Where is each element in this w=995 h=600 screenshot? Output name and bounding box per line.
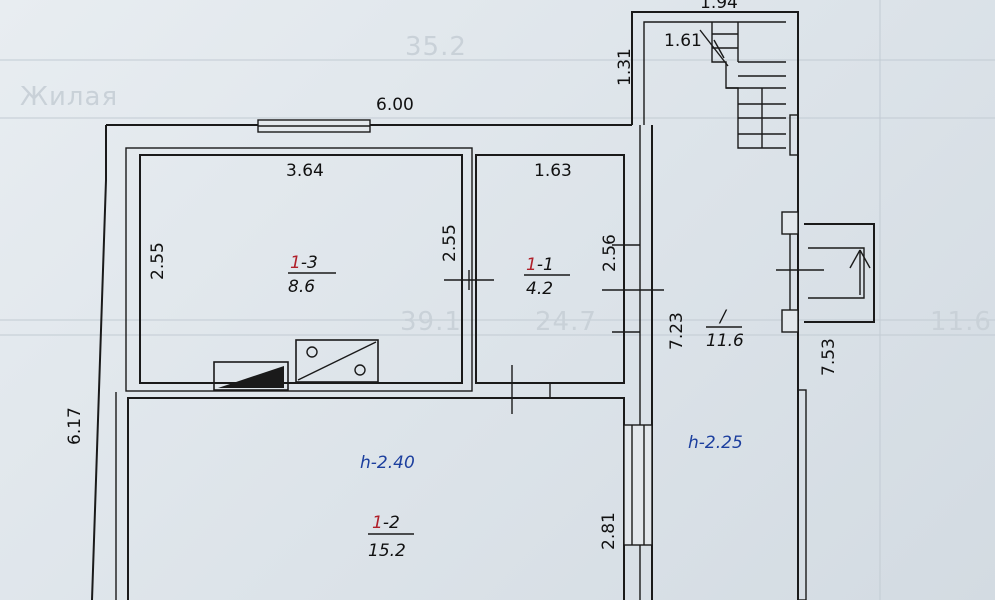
room-1-2-walls	[115, 392, 625, 600]
room-1-2-number-prefix: 1	[372, 513, 383, 533]
room-label-1-1: 1-1 4.2	[524, 255, 570, 299]
dim-room13-right: 2.55	[440, 224, 460, 262]
dim-room11-right: 2.56	[600, 234, 620, 272]
svg-text:1-2: 1-2	[372, 513, 400, 533]
dim-room11-top: 1.63	[534, 161, 572, 181]
dim-window-width: 3.64	[286, 161, 324, 181]
ghost-text-3: 39.1	[400, 307, 462, 337]
room-1-2-number-suffix: -2	[383, 513, 400, 533]
room-1-1-number-prefix: 1	[526, 255, 537, 275]
right-wall-details	[781, 114, 875, 600]
height-hall: h-2.25	[688, 433, 743, 453]
height-main: h-2.40	[360, 453, 415, 473]
dim-room12-right: 2.81	[599, 512, 619, 550]
dim-top-total: 6.00	[376, 95, 414, 115]
dim-right-total: 7.53	[819, 338, 839, 376]
room-1-1-area: 4.2	[526, 279, 553, 299]
room-label-1: / 11.6	[706, 307, 744, 351]
room-label-1-3: 1-3 8.6	[288, 253, 336, 297]
stairs	[699, 22, 786, 149]
room-1-1-number-suffix: -1	[537, 255, 554, 275]
room-label-1-2: 1-2 15.2	[368, 513, 414, 561]
dim-hall-inner: 7.23	[667, 312, 687, 350]
svg-text:1-1: 1-1	[526, 255, 554, 275]
dim-stair-width: 1.61	[664, 31, 702, 51]
room-1-3-walls	[125, 147, 473, 392]
dim-left-total: 6.17	[65, 407, 85, 445]
dim-stair-top: 1.94	[700, 0, 738, 13]
dim-stair-offset: 1.31	[615, 48, 635, 86]
ghost-text-1: Жилая	[20, 82, 118, 112]
ghost-text-4: 24.7	[535, 307, 597, 337]
room-1-3-number-suffix: -3	[301, 253, 318, 273]
ghost-text-5: 11.6	[930, 307, 992, 337]
ghost-text-2: 35.2	[405, 32, 467, 62]
dimension-labels: 6.00 3.64 1.63 1.94 1.61 1.31 2.55 2.55 …	[65, 0, 839, 550]
window-hall-left	[623, 424, 653, 546]
room-1-number: /	[718, 307, 728, 327]
room-1-area: 11.6	[706, 331, 744, 351]
room-1-2-area: 15.2	[368, 541, 406, 561]
outer-walls	[91, 11, 799, 600]
ghost-text: Жилая 35.2 39.1 24.7 11.6	[20, 32, 992, 337]
door-marks	[444, 244, 824, 414]
room-1-3-number-prefix: 1	[290, 253, 301, 273]
dim-room13-left: 2.55	[148, 242, 168, 280]
svg-text:1-3: 1-3	[290, 253, 318, 273]
stove	[295, 339, 379, 383]
room-1-3-area: 8.6	[288, 277, 315, 297]
window-top	[257, 119, 371, 133]
boiler	[213, 361, 289, 391]
